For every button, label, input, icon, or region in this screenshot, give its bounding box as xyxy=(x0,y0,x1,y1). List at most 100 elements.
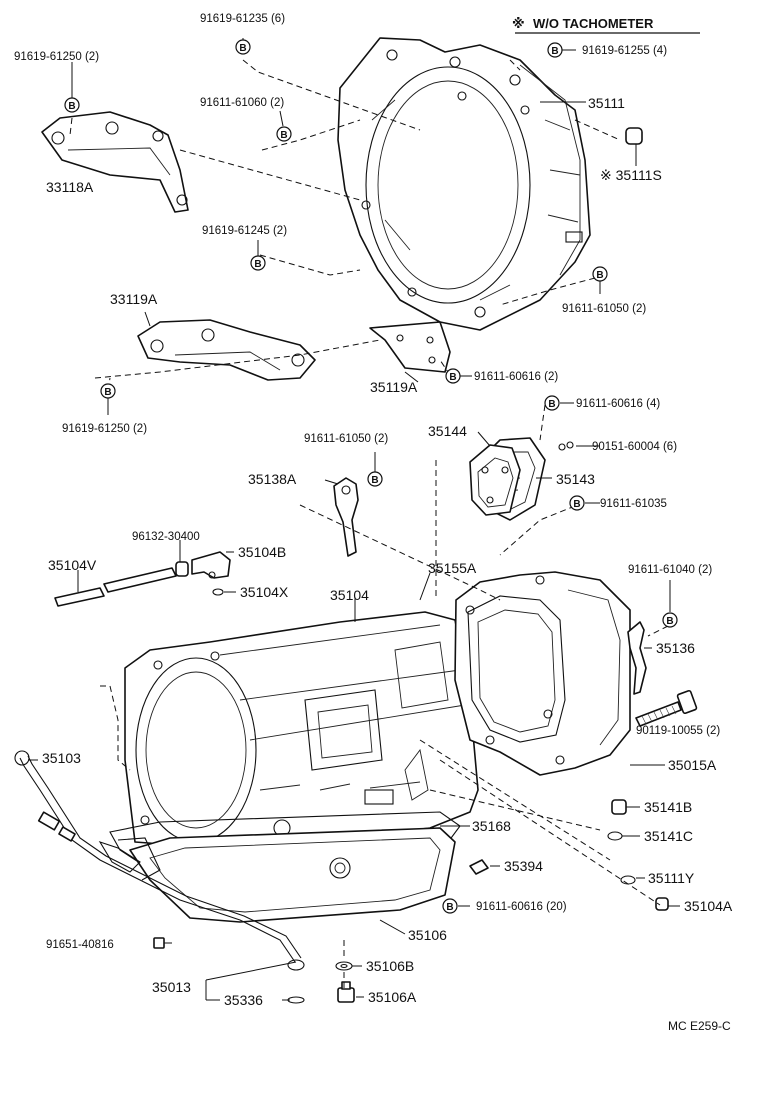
bolt-marker: B xyxy=(250,255,266,271)
label-91611-61035: 91611-61035 xyxy=(600,498,667,510)
oring-35104x xyxy=(212,588,224,596)
svg-text:B: B xyxy=(68,101,75,112)
label-91619-61250-bottom: 91619-61250 (2) xyxy=(62,423,147,435)
bolt-marker: B xyxy=(276,126,292,142)
label-91611-60616-2: 91611-60616 (2) xyxy=(474,371,558,383)
bolts-60004 xyxy=(558,441,574,451)
bracket-33118a xyxy=(41,111,189,213)
label-35394: 35394 xyxy=(504,858,543,874)
label-90119-10055: 90119-10055 (2) xyxy=(636,725,720,737)
label-35104a: 35104A xyxy=(684,898,733,914)
magnet-35336 xyxy=(287,996,305,1004)
filler-tube-35013 xyxy=(19,755,305,971)
label-33119a: 33119A xyxy=(110,291,158,307)
label-35104: 35104 xyxy=(330,587,369,603)
label-35138a: 35138A xyxy=(248,471,297,487)
label-91651-40816: 91651-40816 xyxy=(46,939,114,951)
label-91611-61060: 91611-61060 (2) xyxy=(200,97,284,109)
bolt-markers: B B B B B B B B B B B B B xyxy=(64,39,678,914)
label-35141b: 35141B xyxy=(644,799,692,815)
label-35111y: 35111Y xyxy=(648,870,695,886)
bolt-marker: B xyxy=(544,395,560,411)
svg-text:B: B xyxy=(596,270,603,281)
oil-pan-35106 xyxy=(129,827,456,923)
label-35015a: 35015A xyxy=(668,757,717,773)
bolt-marker: B xyxy=(367,471,383,487)
label-35013: 35013 xyxy=(152,979,191,995)
bolt-90119-10055 xyxy=(635,689,698,727)
plug-35104a xyxy=(655,897,669,911)
label-91611-60616-20: 91611-60616 (20) xyxy=(476,901,567,913)
bolt-marker: B xyxy=(592,266,608,282)
plate-35119a xyxy=(369,321,451,373)
dipstick-35103 xyxy=(14,750,161,881)
bracket-33119a xyxy=(137,319,316,381)
bolt-marker: B xyxy=(445,368,461,384)
bolt-marker: B xyxy=(662,612,678,628)
svg-text:B: B xyxy=(548,399,555,410)
svg-text:B: B xyxy=(104,387,111,398)
label-91619-61250-top: 91619-61250 (2) xyxy=(14,51,99,63)
dowel-tubes-35104v xyxy=(54,567,177,607)
label-96132-30400: 96132-30400 xyxy=(132,531,200,543)
washer-35141c xyxy=(607,831,623,841)
label-91611-61040: 91611-61040 (2) xyxy=(628,564,712,576)
label-91611-60616-4: 91611-60616 (4) xyxy=(576,398,660,410)
svg-text:B: B xyxy=(371,475,378,486)
svg-text:B: B xyxy=(666,616,673,627)
label-35168: 35168 xyxy=(472,818,511,834)
bolt-marker: B xyxy=(64,97,80,113)
note-symbol: ※ xyxy=(512,16,525,31)
bell-housing-35111 xyxy=(337,37,591,331)
label-35143: 35143 xyxy=(556,471,595,487)
label-33118a: 33118A xyxy=(46,179,94,195)
label-35144: 35144 xyxy=(428,423,467,439)
extension-housing-35015a xyxy=(454,571,631,776)
reference-code: MC E259-C xyxy=(668,1019,731,1033)
svg-text:B: B xyxy=(573,499,580,510)
part-labels: 35111 ※ 35111S 33118A 33119A 35119A 3514… xyxy=(42,95,733,1008)
bolt-91651-40816 xyxy=(153,937,172,949)
label-91619-61245: 91619-61245 (2) xyxy=(202,225,287,237)
label-35106b: 35106B xyxy=(366,958,414,974)
svg-text:B: B xyxy=(446,902,453,913)
lever-35136 xyxy=(627,621,647,695)
svg-text:B: B xyxy=(449,372,456,383)
label-91611-61050-mid: 91611-61050 (2) xyxy=(304,433,388,445)
label-35106: 35106 xyxy=(408,927,447,943)
label-90151-60004: 90151-60004 (6) xyxy=(592,441,677,453)
note-header: ※ W/O TACHOMETER xyxy=(512,16,700,34)
bolt-marker: B xyxy=(547,42,563,58)
label-35155a: 35155A xyxy=(428,560,477,576)
label-35104x: 35104X xyxy=(240,584,289,600)
label-35104v: 35104V xyxy=(48,557,97,573)
plug-35141b xyxy=(611,799,627,815)
label-35111s: ※ 35111S xyxy=(600,167,662,183)
label-91611-61050-right: 91611-61050 (2) xyxy=(562,303,646,315)
label-35111: 35111 xyxy=(588,95,625,111)
leader-lines xyxy=(28,38,680,1001)
label-35104b: 35104B xyxy=(238,544,286,560)
note-text: W/O TACHOMETER xyxy=(533,16,654,31)
label-35336: 35336 xyxy=(224,992,263,1008)
drain-plug-35106a xyxy=(337,981,355,1003)
svg-text:B: B xyxy=(551,46,558,57)
label-35136: 35136 xyxy=(656,640,695,656)
label-35141c: 35141C xyxy=(644,828,693,844)
fitting-35104b xyxy=(175,551,231,579)
bolt-labels: 91619-61235 (6) 91619-61250 (2) 91619-61… xyxy=(14,13,720,951)
label-35103: 35103 xyxy=(42,750,81,766)
gasket-35144 xyxy=(469,444,521,516)
svg-text:B: B xyxy=(280,130,287,141)
bolt-marker: B xyxy=(569,495,585,511)
label-91619-61255: 91619-61255 (4) xyxy=(582,45,667,57)
plug-35394 xyxy=(469,859,489,875)
label-91619-61235: 91619-61235 (6) xyxy=(200,13,285,25)
assembly-lines xyxy=(69,59,669,988)
washer-35106b xyxy=(335,961,353,971)
bolt-marker: B xyxy=(235,39,251,55)
lever-35138a xyxy=(333,477,359,557)
label-35119a: 35119A xyxy=(370,379,418,395)
